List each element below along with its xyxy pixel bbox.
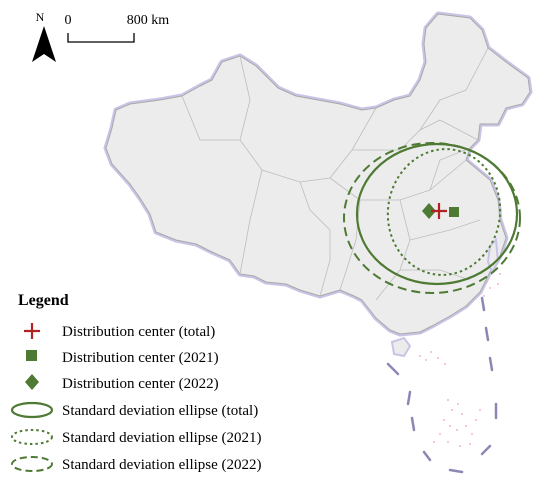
center-2022-marker bbox=[422, 203, 436, 219]
ellipse-2021 bbox=[386, 148, 502, 276]
north-arrow: N bbox=[32, 10, 56, 62]
ellipses bbox=[343, 142, 521, 294]
legend-square-icon bbox=[26, 350, 37, 361]
legend-diamond-icon bbox=[25, 374, 39, 390]
ellipse-2022 bbox=[343, 142, 521, 294]
country-land bbox=[105, 13, 531, 335]
centers bbox=[422, 203, 459, 219]
legend-label-ellipse-2022: Standard deviation ellipse (2022) bbox=[62, 457, 262, 473]
hainan-island bbox=[390, 336, 412, 358]
north-arrow-icon bbox=[32, 26, 44, 62]
legend-title: Legend bbox=[18, 292, 69, 309]
sea-islands bbox=[419, 273, 501, 447]
legend-label-center-2022: Distribution center (2022) bbox=[62, 376, 219, 392]
scale-end-label: 800 km bbox=[127, 13, 170, 28]
legend-label-center-total: Distribution center (total) bbox=[62, 324, 215, 340]
taiwan-island bbox=[486, 237, 500, 275]
scale-bar-line bbox=[67, 33, 135, 43]
legend-label-ellipse-2021: Standard deviation ellipse (2021) bbox=[62, 430, 262, 446]
legend-ellipse-dashed-icon bbox=[11, 456, 53, 472]
scale-start-label: 0 bbox=[65, 13, 72, 28]
legend-label-center-2021: Distribution center (2021) bbox=[62, 350, 219, 366]
north-label: N bbox=[36, 10, 45, 24]
legend-label-ellipse-total: Standard deviation ellipse (total) bbox=[62, 403, 258, 419]
province-borders bbox=[181, 47, 489, 301]
legend: Legend Distribution center (total) Distr… bbox=[10, 292, 262, 473]
north-arrow-icon-half bbox=[44, 26, 56, 62]
scale-bar: 0 800 km bbox=[65, 13, 170, 43]
sea-boundary bbox=[386, 296, 498, 474]
legend-cross-icon bbox=[24, 323, 40, 339]
legend-ellipse-dotted-icon bbox=[11, 429, 53, 445]
country-map bbox=[103, 11, 533, 358]
center-2021-marker bbox=[449, 207, 459, 217]
legend-ellipse-solid-icon bbox=[10, 401, 54, 419]
center-total-marker bbox=[431, 203, 447, 219]
ellipse-total bbox=[355, 142, 519, 286]
